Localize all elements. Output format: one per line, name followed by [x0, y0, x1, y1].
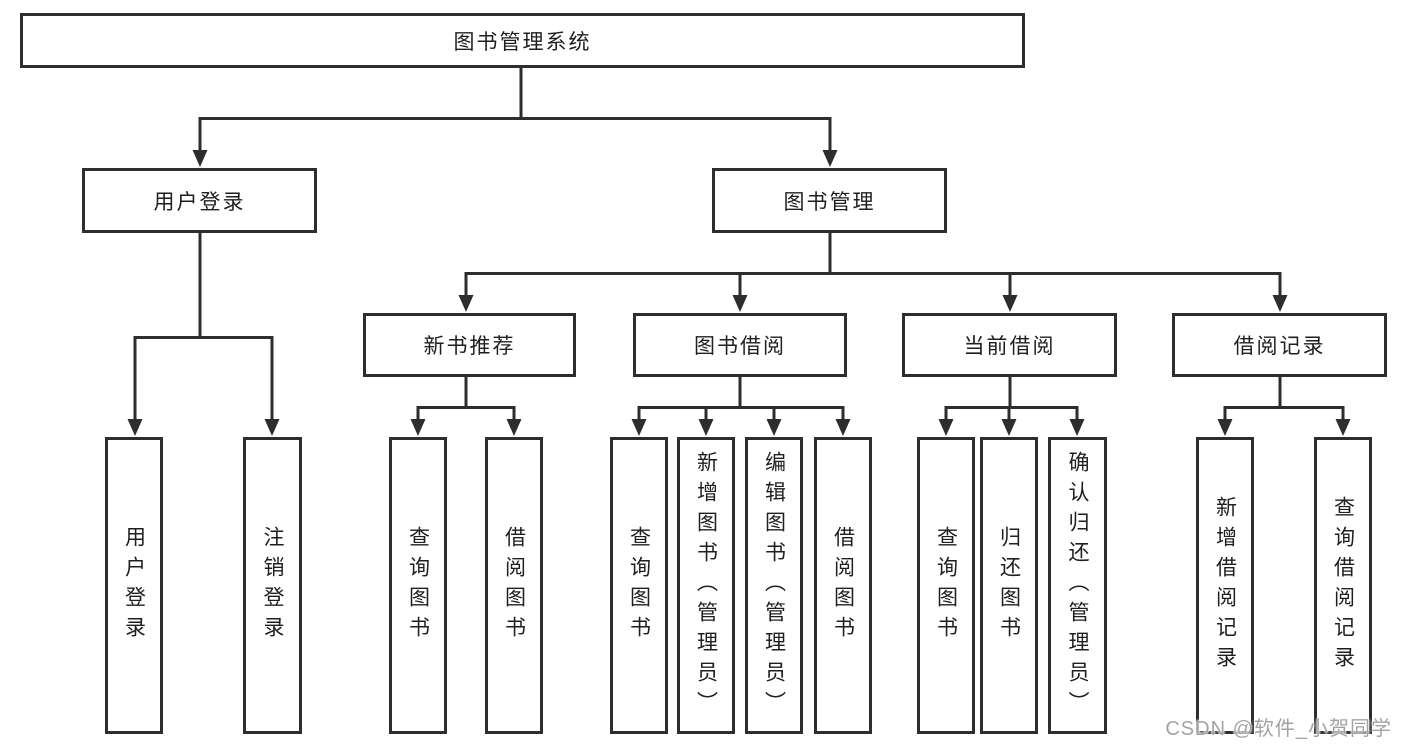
leaf-query-books-borrow: 查询图书	[610, 437, 668, 734]
leaf-query-borrow-record: 查询借阅记录	[1314, 437, 1372, 734]
leaf-edit-books-admin: 编辑图书（管理员）	[745, 437, 803, 734]
node-label: 图书管理系统	[453, 30, 592, 54]
node-user-login: 用户登录	[82, 168, 317, 233]
leaf-return-books: 归还图书	[980, 437, 1038, 734]
leaf-label: 编辑图书（管理员）	[762, 450, 786, 721]
leaf-logout: 注销登录	[243, 437, 302, 734]
node-label: 图书管理	[783, 190, 876, 214]
leaf-label: 借阅图书	[502, 525, 526, 646]
leaf-label: 确认归还（管理员）	[1066, 450, 1089, 721]
leaf-label: 注销登录	[261, 525, 284, 646]
node-label: 图书借阅	[694, 335, 786, 358]
node-book-management: 图书管理	[712, 168, 947, 233]
leaf-label: 用户登录	[122, 525, 146, 646]
node-root-system: 图书管理系统	[20, 13, 1025, 68]
leaf-label: 查询借阅记录	[1331, 495, 1355, 676]
leaf-label: 借阅图书	[831, 525, 855, 646]
node-label: 当前借阅	[963, 335, 1056, 358]
leaf-label: 新增图书（管理员）	[694, 450, 718, 721]
leaf-query-books-current: 查询图书	[917, 437, 975, 734]
leaf-user-login: 用户登录	[105, 437, 163, 734]
leaf-borrow-books-recommend: 借阅图书	[485, 437, 543, 734]
leaf-add-books-admin: 新增图书（管理员）	[677, 437, 735, 734]
node-current-borrow: 当前借阅	[902, 313, 1117, 377]
leaf-label: 归还图书	[997, 525, 1021, 646]
csdn-watermark: CSDN @软件_小贺同学	[1165, 718, 1392, 740]
node-label: 用户登录	[153, 190, 246, 214]
node-new-book-recommend: 新书推荐	[363, 313, 576, 377]
leaf-label: 新增借阅记录	[1213, 495, 1237, 676]
leaf-add-borrow-record: 新增借阅记录	[1196, 437, 1254, 734]
leaf-borrow-books: 借阅图书	[814, 437, 872, 734]
node-book-borrow: 图书借阅	[633, 313, 847, 377]
leaf-label: 查询图书	[934, 525, 958, 646]
leaf-confirm-return-admin: 确认归还（管理员）	[1048, 437, 1107, 734]
node-borrow-records: 借阅记录	[1172, 313, 1387, 377]
node-label: 新书推荐	[423, 335, 516, 358]
node-label: 借阅记录	[1233, 335, 1326, 358]
leaf-label: 查询图书	[627, 525, 651, 646]
leaf-query-books-recommend: 查询图书	[389, 437, 447, 734]
leaf-label: 查询图书	[406, 525, 430, 646]
